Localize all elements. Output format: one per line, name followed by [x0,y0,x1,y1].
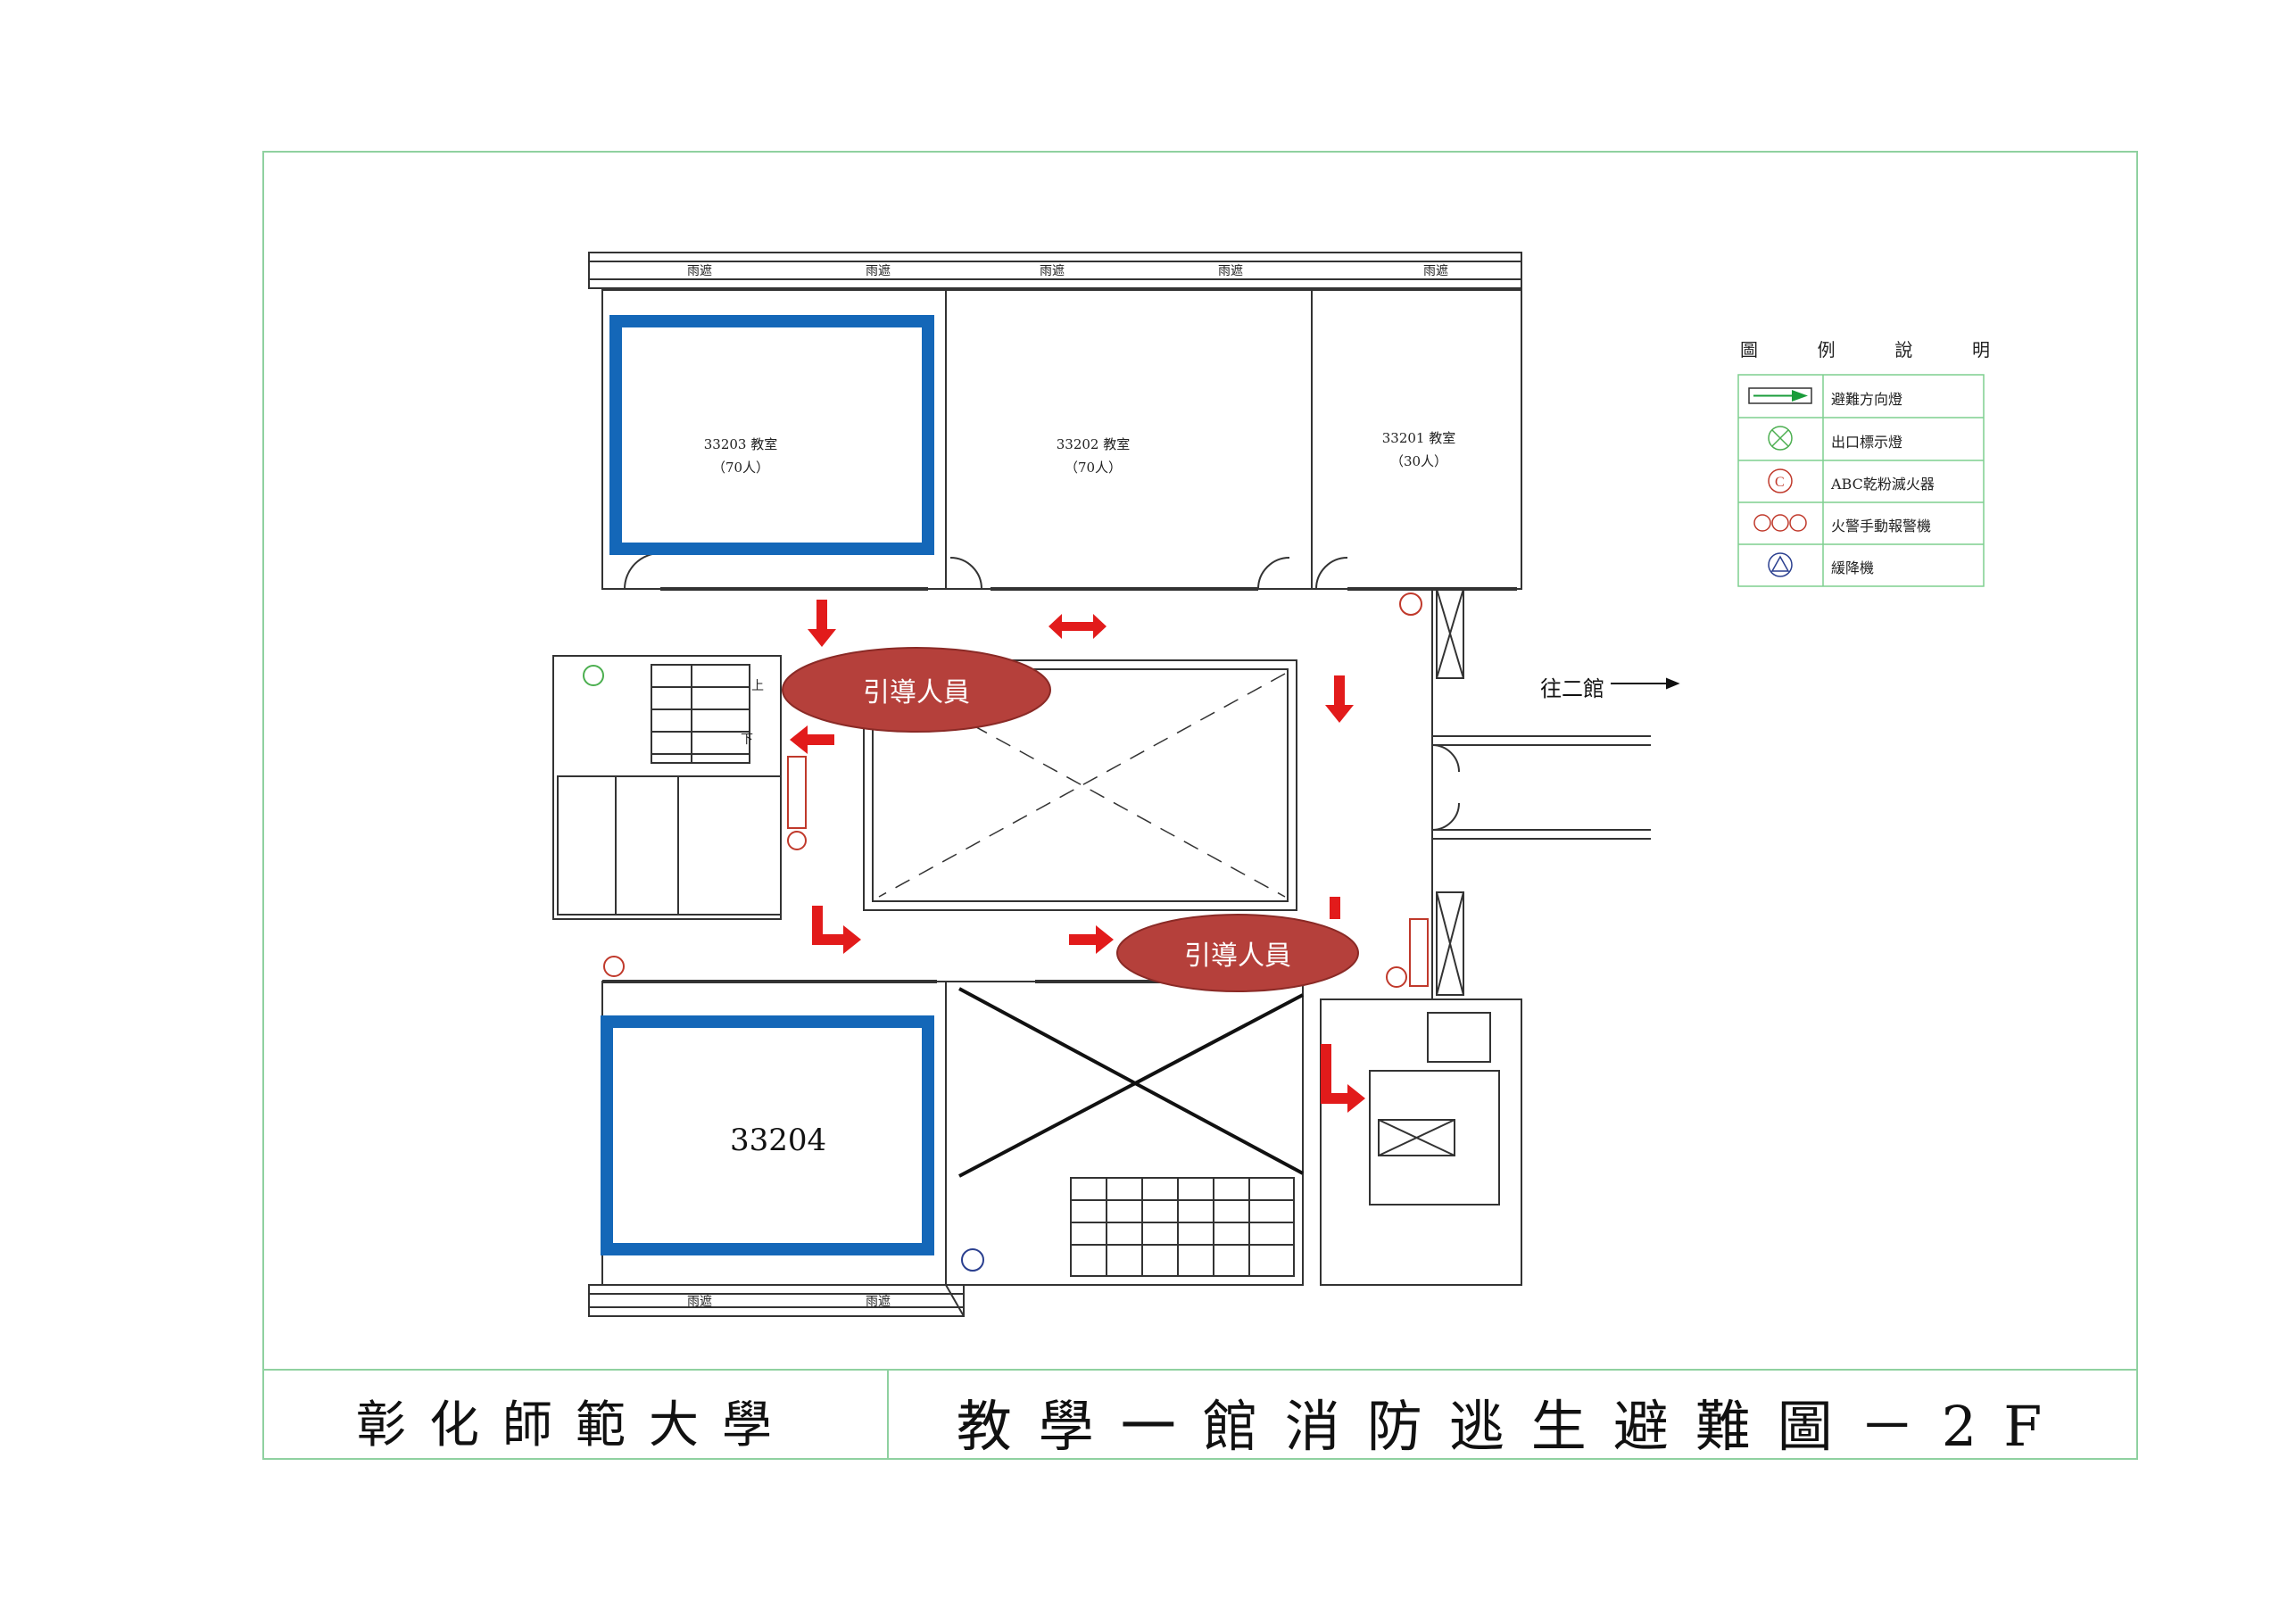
arrow-down-2 [1325,675,1354,723]
room-capacity: （70人） [1064,460,1123,476]
plan-title: 教學一館消防逃生避難圖－2F [956,1393,2069,1459]
guide-label-1: 引導人員 [863,677,970,708]
extinguisher-icon [1768,468,1793,493]
fire-alarm-icon [1409,918,1429,987]
guide-label-2: 引導人員 [1184,940,1291,972]
guide-ellipse-2 [1116,914,1359,992]
descender-icon [961,1248,984,1272]
arrow-left-1 [790,725,834,754]
arrow-double [1049,614,1107,639]
extinguisher-icon [1386,966,1407,988]
legend-table [1737,374,1985,587]
room-33204-highlight [601,1015,934,1255]
stair-up-label: 上 [751,679,764,693]
exit-sign-icon [583,665,604,686]
evacuation-direction-light-icon [1748,387,1812,404]
room-capacity: （70人） [711,460,770,476]
to-building-arrow [1611,677,1680,690]
legend-icons: C [1748,387,1812,577]
room-33202-label: 33202 教室 （70人） [1026,433,1160,479]
legend-title-char: 圖 [1740,339,1758,360]
legend-title: 圖 例 說 明 [1740,336,1990,361]
window-label: 雨遮 [866,1295,891,1309]
legend-title-char: 說 [1894,339,1913,360]
room-33203-highlight [609,315,934,555]
legend-title-char: 例 [1817,339,1836,360]
legend-title-char: 明 [1971,339,1990,360]
fixture-icons [583,592,1429,1272]
arrow-right-1 [1069,925,1114,954]
arrow-bent-2 [1321,1044,1365,1113]
arrow-down-3 [1330,897,1340,919]
building-walls [552,252,1651,1317]
arrow-bent-1 [812,906,861,954]
closed-area-cross [958,987,1304,1178]
page-frame [262,151,2138,1460]
legend-item-label: ABC乾粉滅火器 [1831,476,1935,493]
room-number: 33203 教室 [703,436,778,452]
room-capacity: （30人） [1389,453,1448,469]
guide-ellipse-1 [782,647,1051,733]
room-33203-label: 33203 教室 （70人） [674,433,808,479]
legend-item-label: 出口標示燈 [1831,434,1903,451]
window-label: 雨遮 [687,264,712,278]
extinguisher-icon [787,831,807,850]
extinguisher-icon [603,956,625,977]
window-label: 雨遮 [1218,264,1243,278]
legend-item-label: 緩降機 [1831,559,1875,576]
svg-text:C: C [1775,475,1785,490]
stair-down-label: 下 [741,733,753,747]
window-label: 雨遮 [1423,264,1448,278]
evacuation-arrows [790,600,1365,1113]
school-name: 彰化師範大學 [356,1396,795,1454]
room-33204-label: 33204 [730,1123,827,1158]
exit-sign-icon [1768,426,1793,451]
window-label: 雨遮 [1040,264,1065,278]
arrow-down-1 [808,600,836,647]
room-number: 33201 教室 [1381,430,1456,446]
descender-icon [1768,552,1793,577]
window-label: 雨遮 [866,264,891,278]
fire-alarm-icon [1753,514,1807,532]
room-33201-label: 33201 教室 （30人） [1352,427,1486,473]
window-label: 雨遮 [687,1295,712,1309]
legend-item-label: 避難方向燈 [1831,391,1903,408]
legend-item-label: 火警手動報警機 [1831,518,1932,534]
room-number: 33202 教室 [1056,436,1131,452]
fire-alarm-icon [787,756,807,829]
extinguisher-icon [1399,592,1422,616]
to-building-label: 往二館 [1540,676,1604,701]
